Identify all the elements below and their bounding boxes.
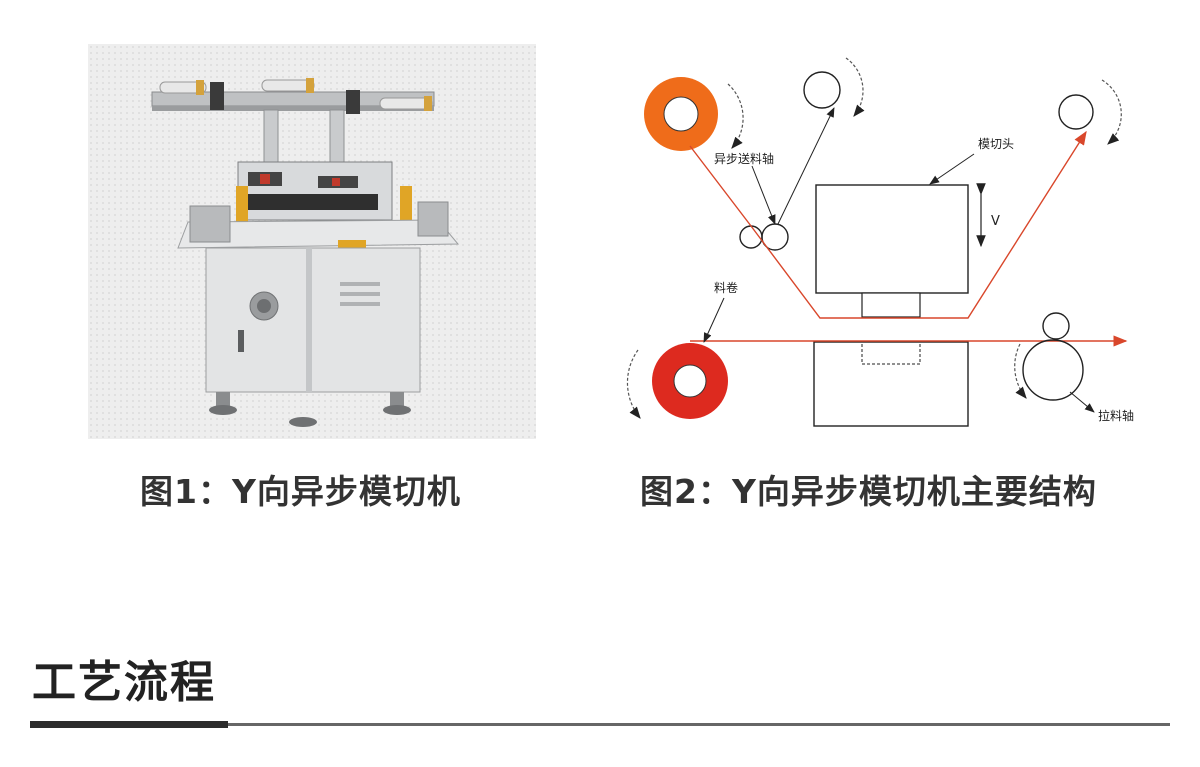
async-feed-shaft [739, 223, 789, 251]
die-cut-head [815, 184, 969, 294]
right-top-roller [1058, 94, 1094, 130]
rack-roller [159, 80, 207, 95]
top-roller [803, 71, 841, 109]
rotation-arrow [845, 57, 865, 117]
material-roll [652, 343, 728, 419]
rack-roller [379, 96, 433, 111]
rotation-arrow [1101, 79, 1122, 145]
structure-diagram: 异步送料轴 模切头 V 料卷 拉料轴 [626, 57, 1134, 427]
pull-shaft-label: 拉料轴 [1098, 408, 1134, 423]
section-title: 工艺流程 [32, 657, 216, 708]
die-cutting-machine-illustration [151, 78, 460, 427]
machine-photo [88, 44, 536, 439]
die-cut-head-label: 模切头 [978, 137, 1014, 151]
rotation-arrow [626, 349, 641, 419]
rotation-arrow [727, 83, 744, 149]
section-divider-accent [30, 721, 228, 728]
rack-roller [261, 78, 315, 93]
figure2-caption: 图2：Y向异步模切机主要结构 [640, 472, 1097, 511]
waste-path [689, 130, 1087, 319]
pull-shaft [1022, 312, 1084, 401]
velocity-label: V [991, 214, 1000, 229]
die-base [813, 341, 969, 427]
rotation-arrow [1014, 343, 1027, 399]
section-divider [30, 723, 1170, 726]
figure1-caption: 图1：Y向异步模切机 [140, 472, 461, 511]
material-roll-label: 料卷 [714, 280, 738, 295]
async-feed-shaft-label: 异步送料轴 [714, 151, 774, 166]
waste-roll [644, 77, 718, 151]
